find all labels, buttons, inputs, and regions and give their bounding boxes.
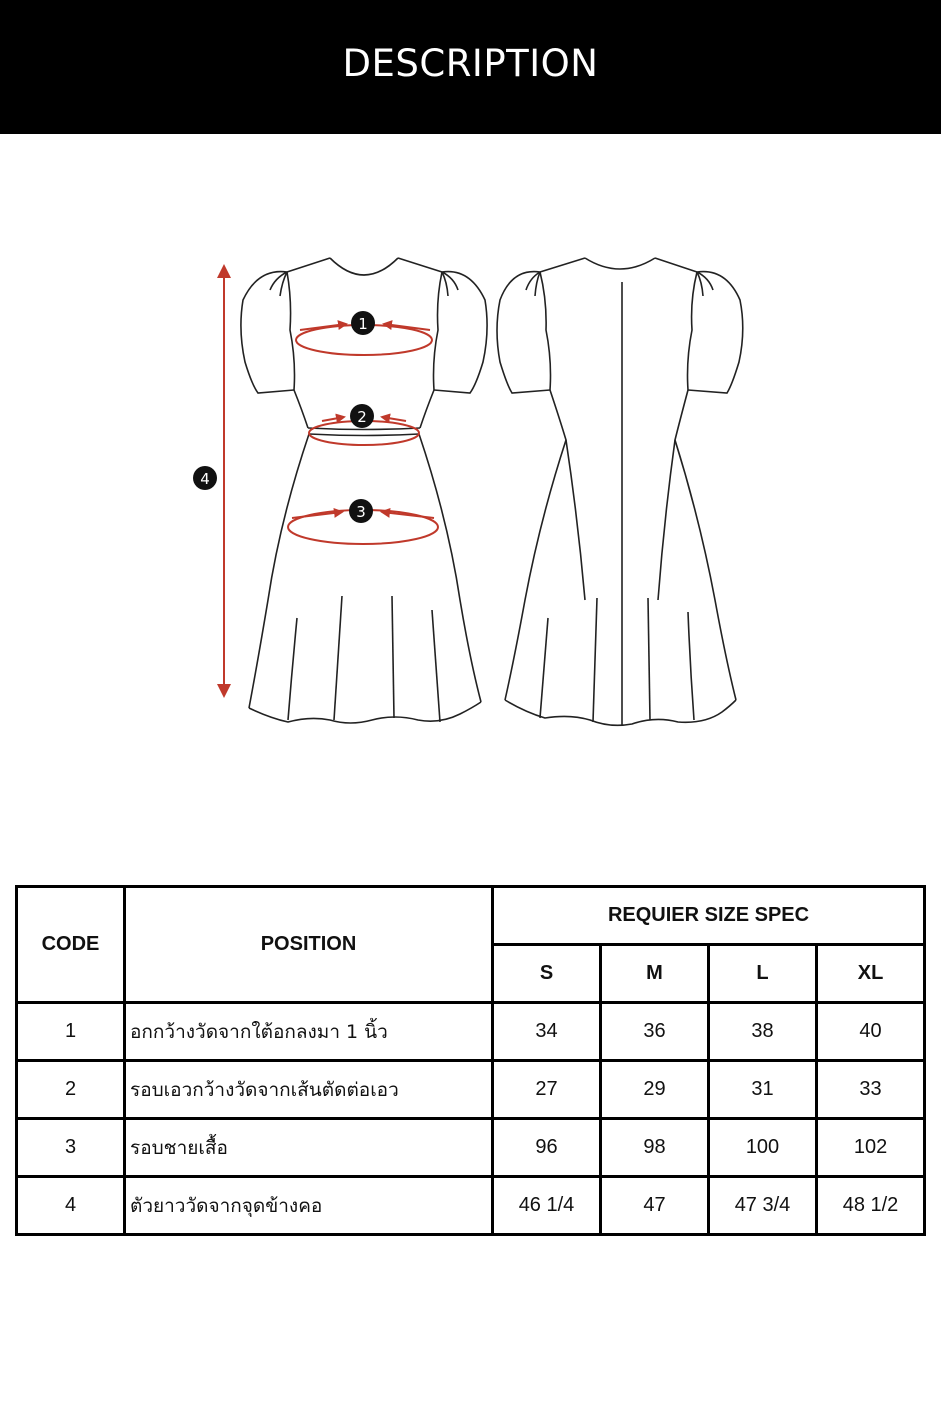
- table-row: 3 รอบชายเสื้อ 96 98 100 102: [15, 1117, 927, 1178]
- cell-s: 34: [491, 1001, 602, 1062]
- row-code: 4: [15, 1175, 126, 1236]
- measure-2-waist: 2: [308, 404, 420, 446]
- header-position: POSITION: [123, 885, 494, 1004]
- measure-3-hem: 3: [287, 499, 439, 545]
- header-size-xl: XL: [814, 943, 927, 1004]
- table-row: 2 รอบเอวกว้างวัดจากเส้นตัดต่อเอว 27 29 3…: [15, 1059, 927, 1120]
- header-code: CODE: [15, 885, 126, 1004]
- marker-2-badge: [350, 404, 374, 428]
- table-header-row: CODE POSITION REQUIER SIZE SPEC: [15, 885, 927, 1004]
- measure-1-chest: 1: [295, 311, 433, 356]
- dress-diagram: 1 2 3 4: [193, 257, 744, 727]
- cell-l: 47 3/4: [707, 1175, 818, 1236]
- header-size-l: L: [707, 943, 818, 1004]
- cell-s: 46 1/4: [491, 1175, 602, 1236]
- row-position: ตัวยาววัดจากจุดข้างคอ: [123, 1175, 494, 1236]
- header-size-m: M: [599, 943, 710, 1004]
- measure-4-length: 4: [193, 264, 231, 698]
- dress-illustration: 1 2 3 4: [0, 134, 941, 854]
- cell-l: 31: [707, 1059, 818, 1120]
- marker-3-label: 3: [356, 503, 366, 521]
- cell-m: 29: [599, 1059, 710, 1120]
- table-size-row: S M L XL: [17, 943, 927, 1004]
- cell-xl: 33: [814, 1059, 927, 1120]
- marker-2-label: 2: [357, 408, 367, 426]
- back-dress: [496, 257, 744, 727]
- front-dress: [240, 257, 488, 724]
- marker-3-badge: [349, 499, 373, 523]
- marker-1-badge: [351, 311, 375, 335]
- header-size-spec: REQUIER SIZE SPEC: [490, 885, 927, 946]
- cell-s: 27: [491, 1059, 602, 1120]
- row-position: รอบเอวกว้างวัดจากเส้นตัดต่อเอว: [123, 1059, 494, 1120]
- cell-l: 38: [707, 1001, 818, 1062]
- row-code: 1: [15, 1001, 126, 1062]
- cell-xl: 40: [814, 1001, 927, 1062]
- cell-m: 36: [599, 1001, 710, 1062]
- marker-1-label: 1: [358, 315, 368, 333]
- cell-l: 100: [707, 1117, 818, 1178]
- marker-4-badge: [193, 466, 217, 490]
- cell-m: 98: [599, 1117, 710, 1178]
- marker-4-label: 4: [200, 470, 210, 488]
- row-position: รอบชายเสื้อ: [123, 1117, 494, 1178]
- table-row: 4 ตัวยาววัดจากจุดข้างคอ 46 1/4 47 47 3/4…: [15, 1175, 927, 1236]
- header-size-s: S: [491, 943, 602, 1004]
- row-code: 3: [15, 1117, 126, 1178]
- header-bar: DESCRIPTION: [0, 0, 941, 134]
- table-row: 1 อกกว้างวัดจากใต้อกลงมา 1 นิ้ว 34 36 38…: [15, 1001, 927, 1062]
- cell-xl: 48 1/2: [814, 1175, 927, 1236]
- size-spec-table: CODE POSITION REQUIER SIZE SPEC S M L XL…: [15, 885, 927, 1236]
- cell-m: 47: [599, 1175, 710, 1236]
- row-code: 2: [15, 1059, 126, 1120]
- page-title: DESCRIPTION: [342, 42, 599, 85]
- row-position: อกกว้างวัดจากใต้อกลงมา 1 นิ้ว: [123, 1001, 494, 1062]
- cell-s: 96: [491, 1117, 602, 1178]
- cell-xl: 102: [814, 1117, 927, 1178]
